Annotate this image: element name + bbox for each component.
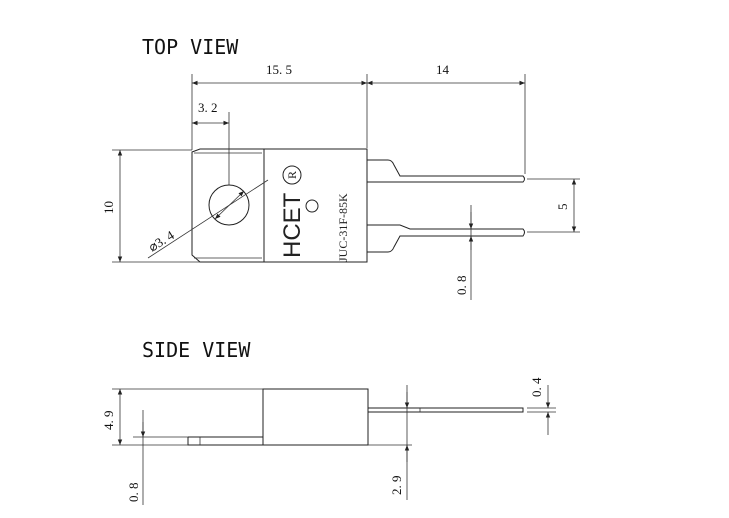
side-view-heading: SIDE VIEW xyxy=(142,338,251,362)
dim-height: 10 xyxy=(101,149,200,263)
dim-lead-offset: 2. 9 xyxy=(368,385,412,500)
svg-text:15. 5: 15. 5 xyxy=(266,62,292,77)
top-view-heading: TOP VIEW xyxy=(142,35,239,59)
pin1-mark xyxy=(305,199,319,213)
svg-text:0. 8: 0. 8 xyxy=(454,276,469,296)
svg-text:5: 5 xyxy=(555,204,570,211)
dim-lead-width: 0. 8 xyxy=(454,205,474,300)
top-view-leads xyxy=(367,159,525,253)
svg-text:⌀3. 4: ⌀3. 4 xyxy=(146,227,178,254)
svg-text:0. 8: 0. 8 xyxy=(126,483,141,503)
brand-marking: HCET xyxy=(279,192,306,258)
svg-text:4. 9: 4. 9 xyxy=(101,411,116,431)
dim-tab-thickness: 0. 8 xyxy=(126,410,188,505)
svg-text:R: R xyxy=(285,171,299,179)
dim-width: 15. 5 xyxy=(191,62,368,150)
svg-text:3. 2: 3. 2 xyxy=(198,100,218,115)
dim-hole-offset: 3. 2 xyxy=(192,100,230,185)
registered-icon: R xyxy=(282,165,302,185)
svg-text:0. 4: 0. 4 xyxy=(529,377,544,397)
side-view-body xyxy=(187,388,524,446)
top-view-body: HCET R JUC-31F-85K xyxy=(191,148,368,263)
svg-text:10: 10 xyxy=(101,201,116,214)
dim-hole-diameter: ⌀3. 4 xyxy=(146,179,269,259)
dim-lead-length: 14 xyxy=(367,62,526,174)
dim-lead-thickness: 0. 4 xyxy=(527,377,556,435)
dim-lead-pitch: 5 xyxy=(527,178,580,233)
part-number-marking: JUC-31F-85K xyxy=(336,193,350,262)
dim-body-height: 4. 9 xyxy=(101,388,263,446)
svg-text:2. 9: 2. 9 xyxy=(389,476,404,496)
svg-text:14: 14 xyxy=(436,62,450,77)
